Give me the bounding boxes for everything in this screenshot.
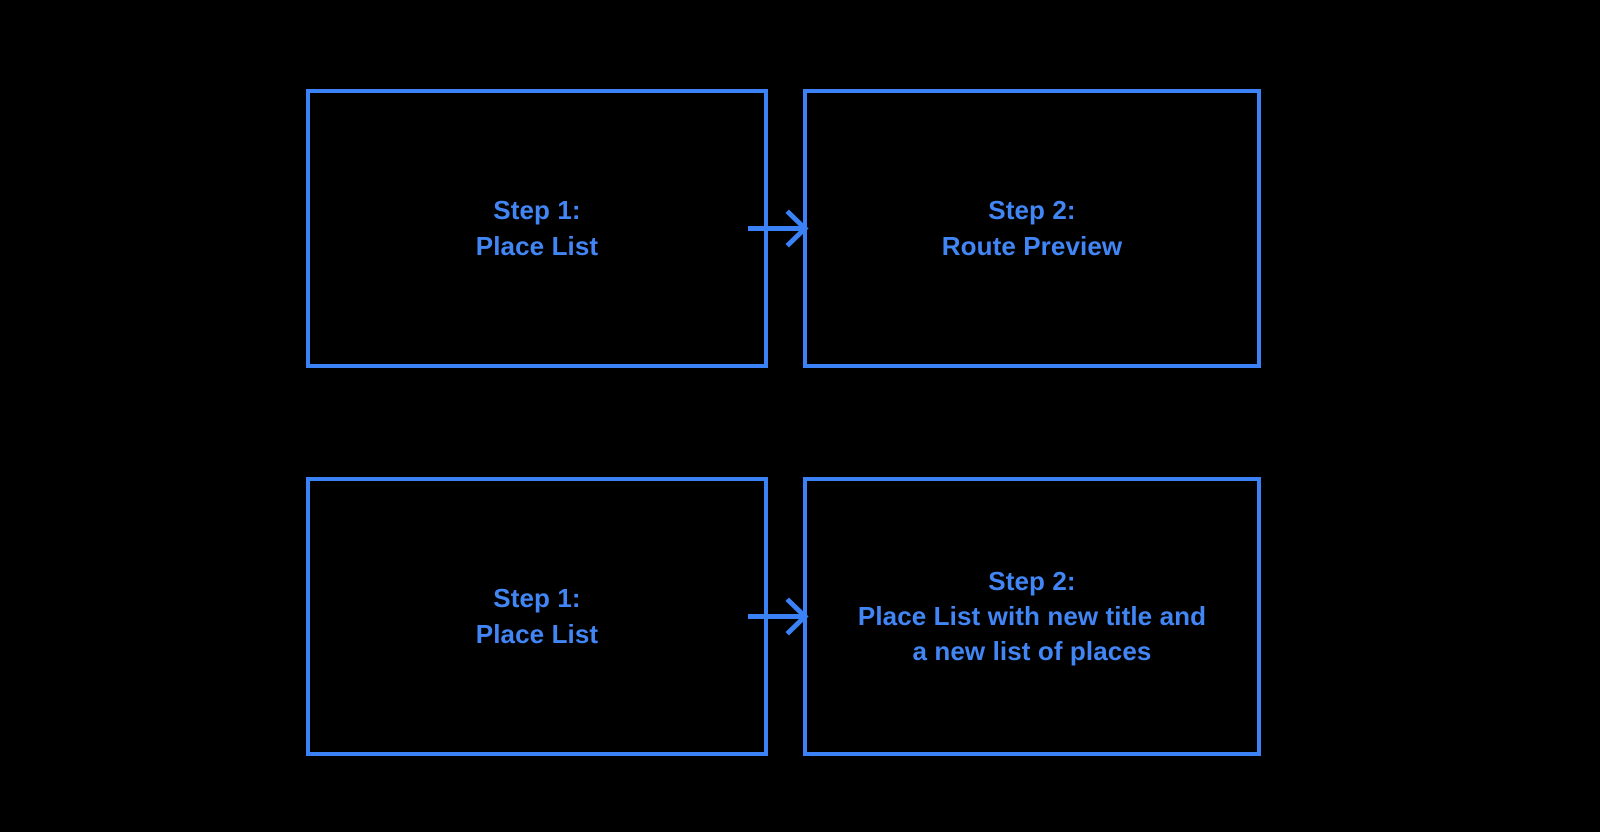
step-box-label: Step 1: Place List [475,583,599,649]
step-box-row1-from[interactable]: Step 1: Place List [306,89,768,368]
flow-row-1: Step 1: Place List Step 2: Route Preview [0,78,1600,368]
step-box-row2-to[interactable]: Step 2: Place List with new title and a … [803,477,1261,756]
flow-row-2: Step 1: Place List Step 2: Place List wi… [0,466,1600,756]
step-box-label: Step 2: Place List with new title and a … [857,565,1207,667]
step-box-label: Step 1: Place List [475,195,599,261]
step-box-label: Step 2: Route Preview [941,195,1123,261]
step-box-row2-from[interactable]: Step 1: Place List [306,477,768,756]
step-box-row1-to[interactable]: Step 2: Route Preview [803,89,1261,368]
